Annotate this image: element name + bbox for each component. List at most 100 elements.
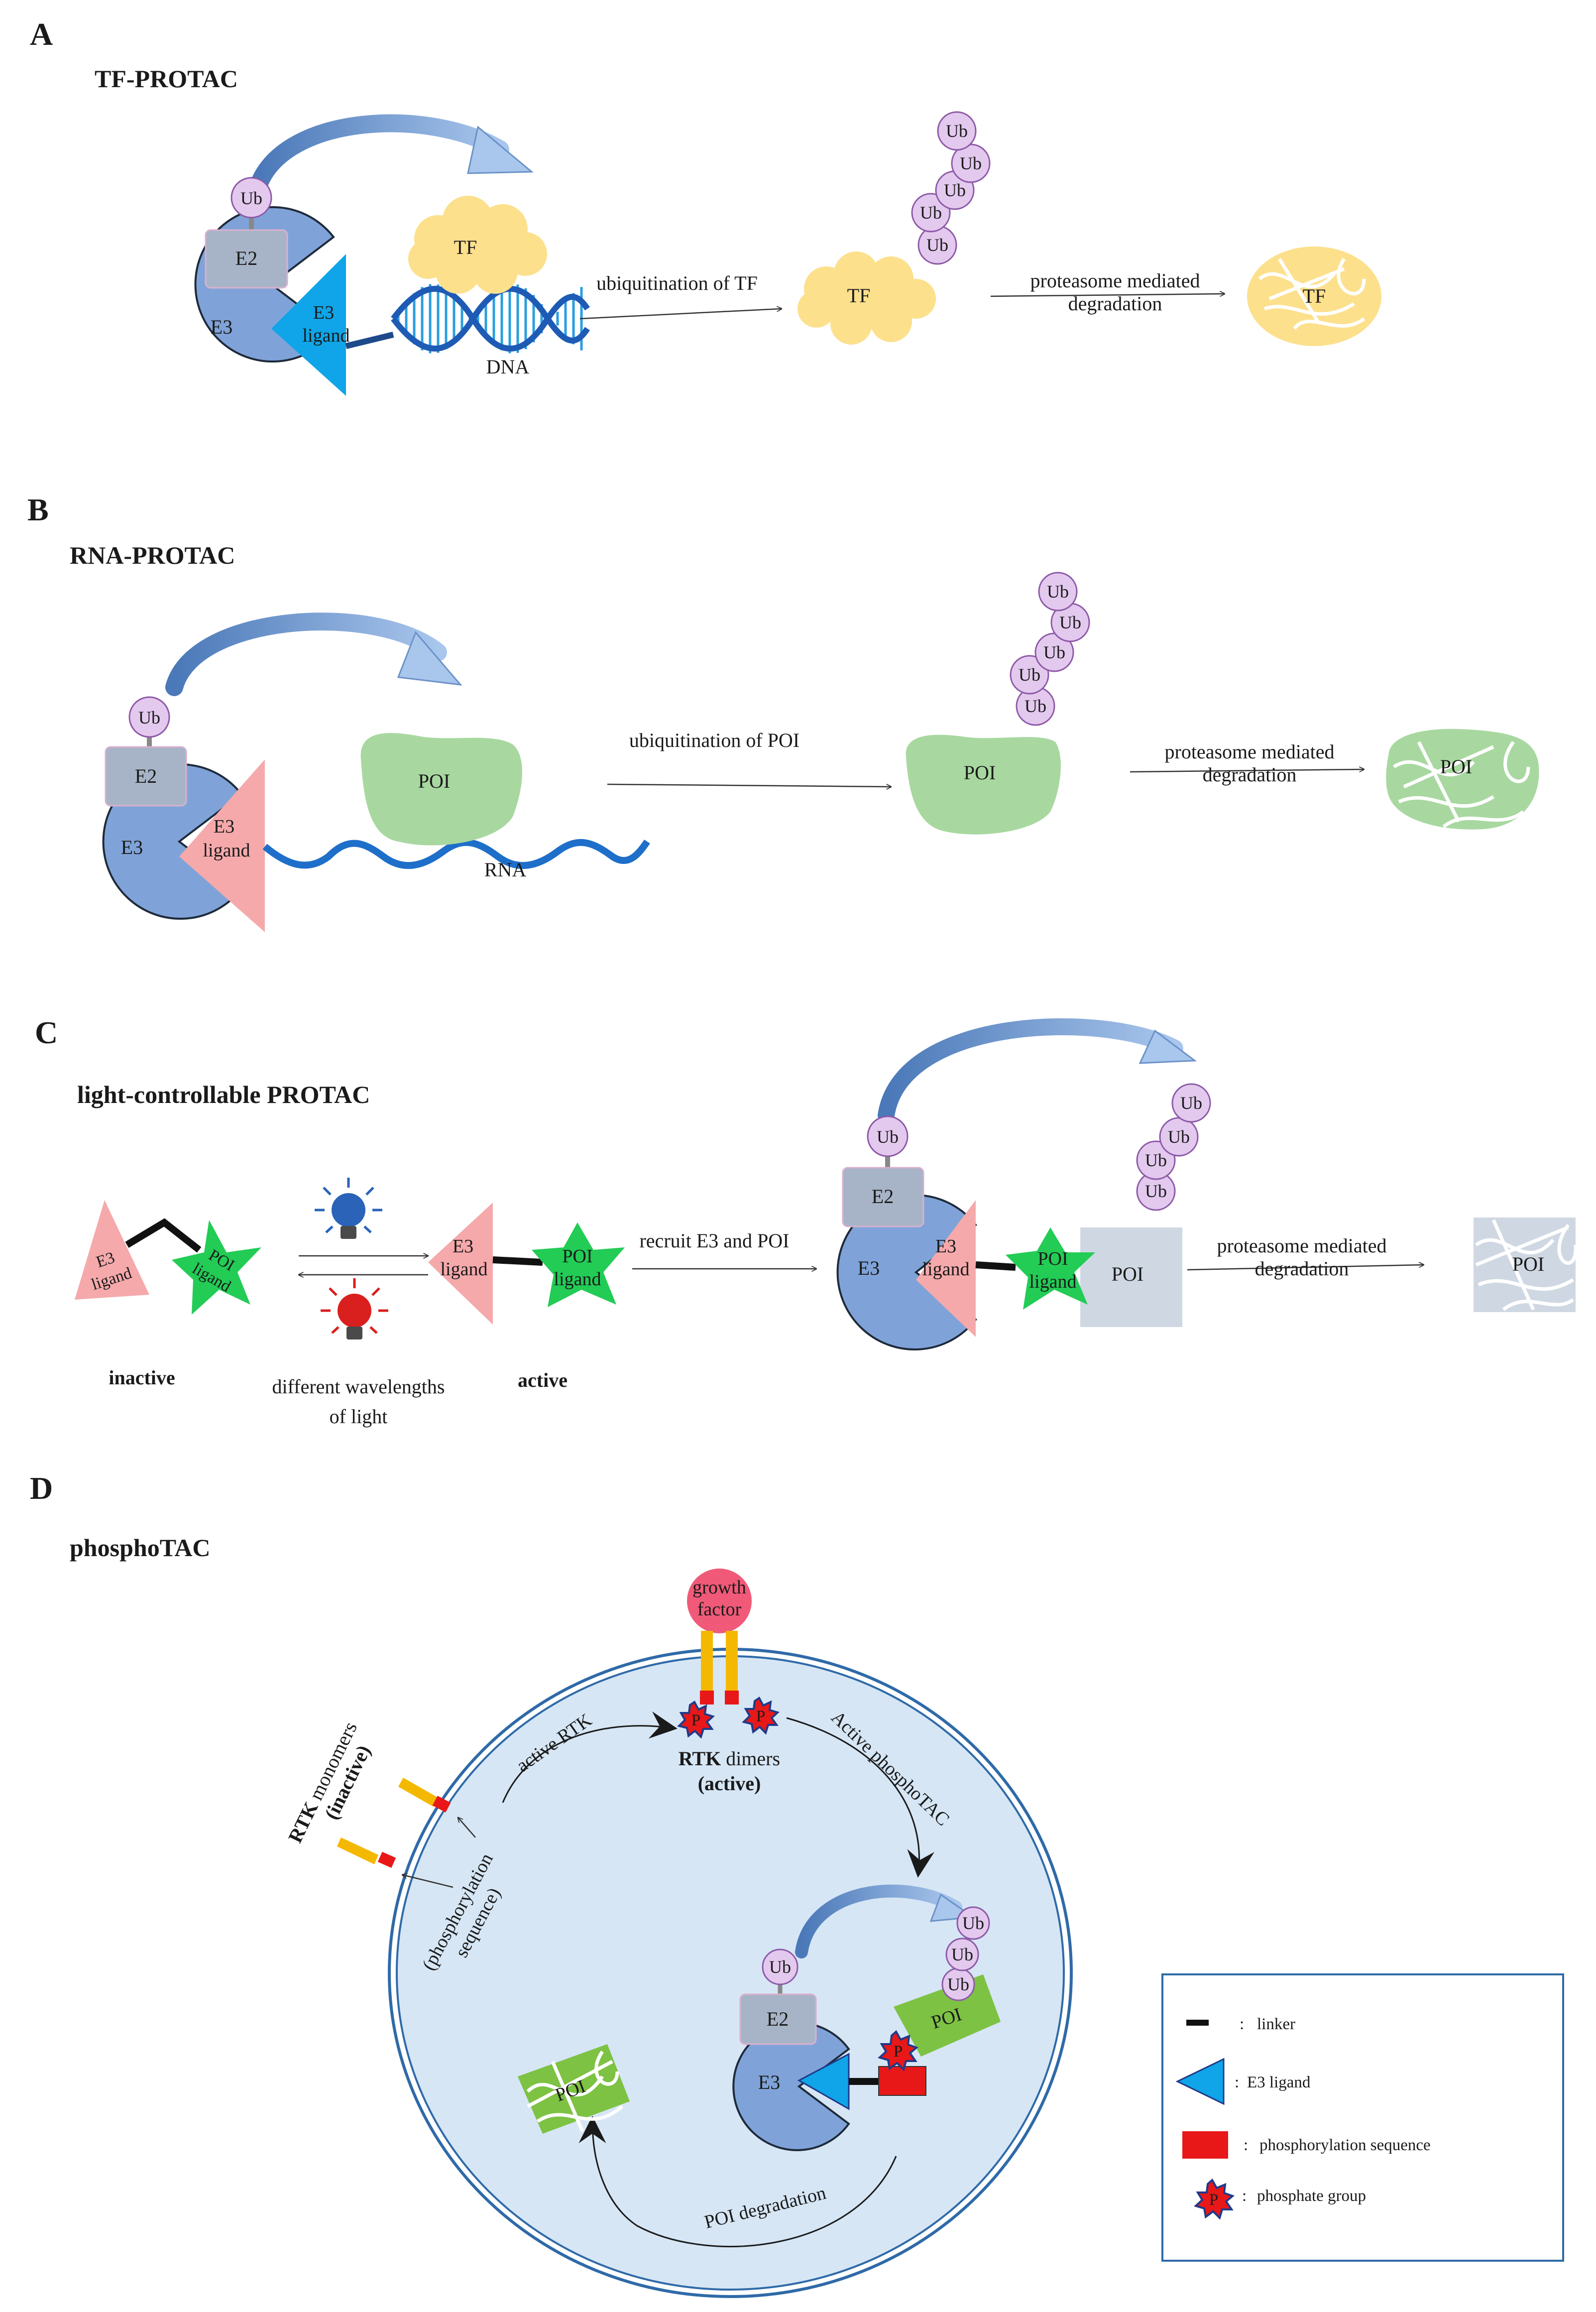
panel-title-a: TF-PROTAC <box>95 65 238 93</box>
bulb-icon <box>321 1278 388 1339</box>
panel-letter-c: C <box>35 1015 58 1050</box>
ub-circle: Ub <box>951 143 991 183</box>
ub-circle: Ub <box>1034 632 1074 672</box>
phosphorylation-sequence <box>725 1691 739 1704</box>
ubiquitinated-tf-cloud <box>798 251 936 345</box>
e3-label: E3 <box>858 1257 880 1279</box>
e2-enzyme <box>205 229 288 289</box>
ubiquitination-arrow-a <box>579 309 782 320</box>
active-label: active <box>518 1369 568 1391</box>
ubiquitinated-tf-label: TF <box>847 284 871 307</box>
ub-circle: Ub <box>1038 572 1078 611</box>
ubiquitinated-poi-label: POI <box>964 761 996 784</box>
e3-ligand-legend-icon <box>1175 2058 1225 2105</box>
phosphate-legend-icon <box>1194 2178 1235 2220</box>
linker <box>975 1261 1016 1271</box>
poi-ligand-star <box>1006 1227 1095 1310</box>
degradation-arrow-a <box>990 294 1225 297</box>
dna-helix <box>391 284 590 354</box>
ub-transfer-arrow <box>878 1018 1183 1124</box>
ub-transfer-arrowhead <box>1139 1029 1197 1064</box>
panel-letter-b: B <box>27 492 49 527</box>
ubiquitination-label-a: ubiquitination of TF <box>596 272 758 294</box>
linker <box>492 1256 543 1266</box>
ubiquitination-arrow-b <box>607 783 891 787</box>
e2-label: E2 <box>872 1185 894 1208</box>
e3-ligand-triangle <box>428 1203 493 1325</box>
legend-phosphate-label: phosphate group <box>1257 2187 1366 2205</box>
phosphorylation-sequence <box>700 1691 714 1704</box>
poi-protein <box>1080 1227 1182 1327</box>
phosphorylation-sequence <box>432 1796 451 1813</box>
phosphate-group <box>677 1701 715 1739</box>
tf-label: TF <box>454 236 477 258</box>
legend-box <box>1161 1973 1564 2262</box>
ub-transfer-arrow <box>250 114 509 193</box>
ub-label: Ub <box>947 1974 969 1994</box>
phosphate-legend-label-p: P <box>1209 2191 1218 2209</box>
ubiquitinated-poi <box>906 734 1061 835</box>
rtk-receptor-left <box>701 1631 713 1691</box>
photo-switch-linker <box>125 1218 202 1253</box>
polyubiquitin-chain: Ub Ub Ub Ub Ub <box>911 111 991 265</box>
ub-label: Ub <box>240 188 262 208</box>
legend-sep: : <box>1244 2136 1248 2154</box>
degraded-poi <box>1386 729 1539 830</box>
ub-circle: Ub <box>937 111 977 151</box>
ub-label: Ub <box>920 203 942 223</box>
poi-ligand-star <box>532 1222 625 1307</box>
phos-seq-pointer <box>402 1875 454 1888</box>
ub-label: Ub <box>1168 1127 1190 1147</box>
ub-transfer-arrowhead <box>467 125 534 174</box>
ub-circle: Ub <box>1171 1083 1211 1123</box>
ub-label: Ub <box>1025 696 1046 716</box>
ub-label: Ub <box>769 1957 791 1977</box>
ub-label: Ub <box>1047 582 1069 602</box>
poi-ligand-star <box>172 1220 261 1315</box>
phos-seq-pointer <box>458 1818 476 1838</box>
ub-circle: Ub <box>945 1938 979 1971</box>
poi-protein <box>894 1974 1001 2057</box>
e3-ligand-triangle <box>916 1200 976 1337</box>
ub-circle: Ub <box>1010 655 1049 695</box>
ub-label: Ub <box>946 121 968 141</box>
legend-e3-ligand-label: E3 ligand <box>1247 2073 1311 2091</box>
e2-enzyme <box>739 1993 817 2045</box>
degraded-poi <box>518 2044 630 2134</box>
ub-transfer-arrow <box>165 612 447 696</box>
degraded-poi-label: POI <box>1512 1253 1544 1275</box>
e2-label: E2 <box>235 247 257 269</box>
bulb-icon <box>315 1178 382 1239</box>
ub-label: Ub <box>962 1913 984 1933</box>
phosphate-label: P <box>756 1707 765 1725</box>
ligand-dna-linker <box>345 332 394 349</box>
phosphorylation-sequence <box>377 1851 396 1868</box>
ub-circle: Ub <box>956 1906 990 1940</box>
e3-ligand-triangle <box>271 254 346 396</box>
active-rtk-arrow <box>502 1711 678 1803</box>
active-phosphotac-arrow <box>786 1717 934 1878</box>
ub-label: Ub <box>1019 665 1040 685</box>
ub-circle <box>128 696 170 738</box>
legend-linker-label: linker <box>1257 2015 1295 2033</box>
legend-phos-sequence-label: phosphorylation sequence <box>1259 2136 1431 2154</box>
ub-circle <box>867 1115 909 1157</box>
ub-label: Ub <box>951 1945 973 1964</box>
degradation-arrow-c <box>1187 1265 1424 1271</box>
panel-title-c: light-controllable PROTAC <box>77 1081 370 1108</box>
poi-protein <box>360 733 522 846</box>
ub-circle: Ub <box>917 225 957 265</box>
inactive-label: inactive <box>109 1366 175 1389</box>
rtk-monomer <box>398 1778 438 1807</box>
e3-label: E3 <box>758 2071 780 2093</box>
e3-ligand-triangle <box>179 759 265 932</box>
ub-label: Ub <box>960 153 982 173</box>
